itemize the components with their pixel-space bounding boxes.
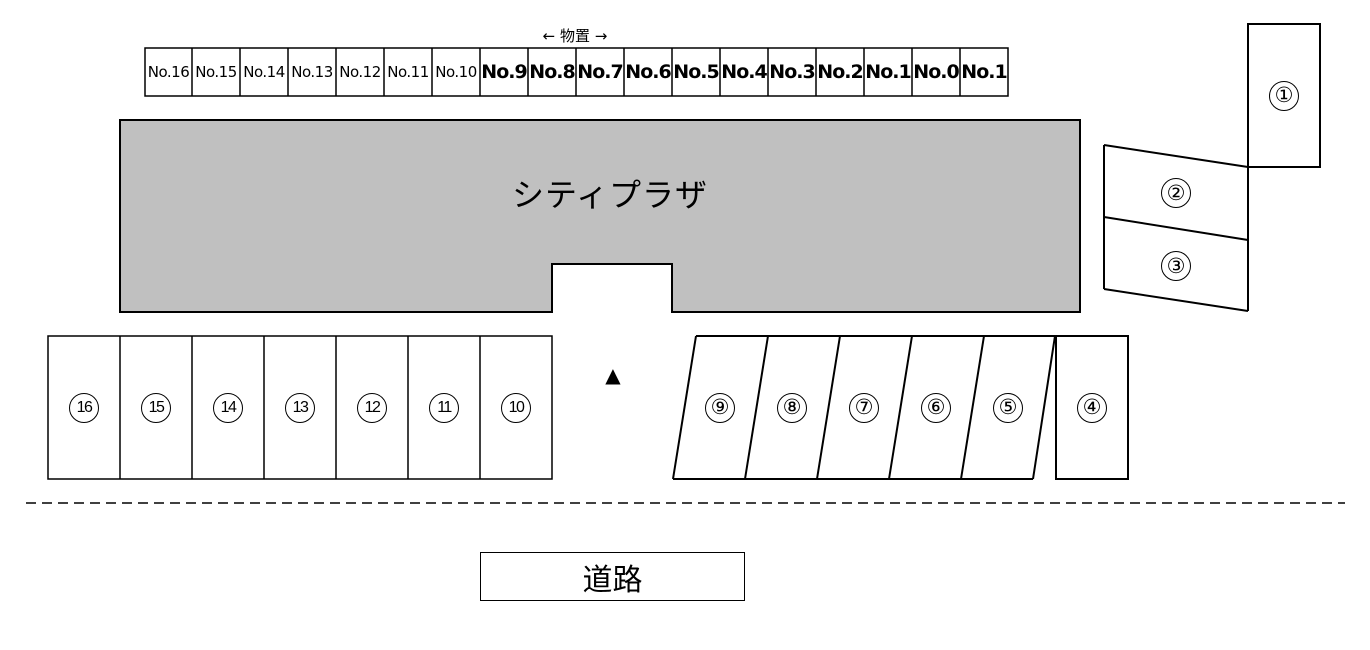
space-number: ⑧ (777, 392, 807, 423)
front-right-parking-block (672, 335, 1129, 480)
storage-locker[interactable]: No.2 (817, 61, 863, 83)
entrance-triangle-icon: ▲ (605, 363, 621, 387)
parking-space-2[interactable]: ② (1104, 160, 1248, 226)
space-number: 14 (213, 392, 243, 423)
storage-locker[interactable]: No.0 (913, 61, 959, 83)
space-number: ⑨ (705, 392, 735, 423)
space-number: ④ (1077, 392, 1107, 423)
space-number: ② (1161, 178, 1191, 208)
storage-locker[interactable]: No.10 (435, 63, 477, 81)
space-number: ① (1269, 80, 1299, 111)
storage-locker[interactable]: No.6 (625, 61, 671, 83)
storage-locker[interactable]: No.14 (243, 63, 285, 81)
parking-space-7[interactable]: ⑦ (828, 336, 900, 479)
space-number: 12 (357, 392, 387, 423)
space-number: 10 (501, 392, 531, 423)
space-number: ③ (1161, 251, 1191, 281)
storage-locker[interactable]: No.4 (721, 61, 767, 83)
parking-space-11[interactable]: 11 (408, 336, 480, 479)
space-number: 13 (285, 392, 315, 423)
space-number: 16 (69, 392, 99, 423)
building-name: シティプラザ (511, 176, 709, 214)
front-left-parking-block (47, 335, 553, 480)
storage-locker[interactable]: No.9 (481, 61, 527, 83)
parking-space-14[interactable]: 14 (192, 336, 264, 479)
right-parking-block (1103, 23, 1321, 312)
storage-locker[interactable]: No.11 (387, 63, 429, 81)
storage-locker[interactable]: No.13 (291, 63, 333, 81)
parking-space-10[interactable]: 10 (480, 336, 552, 479)
space-number: ⑤ (993, 392, 1023, 423)
storage-locker[interactable]: No.12 (339, 63, 381, 81)
space-number: ⑥ (921, 392, 951, 423)
road-label: 道路 (480, 552, 745, 601)
storage-locker[interactable]: No.1 (865, 61, 911, 83)
parking-space-13[interactable]: 13 (264, 336, 336, 479)
storage-locker[interactable]: No.7 (577, 61, 623, 83)
parking-space-15[interactable]: 15 (120, 336, 192, 479)
storage-locker[interactable]: No.5 (673, 61, 719, 83)
space-number: 11 (429, 392, 459, 423)
storage-locker[interactable]: No.15 (195, 63, 237, 81)
storage-locker[interactable]: No.1 (961, 61, 1007, 83)
space-number: ⑦ (849, 392, 879, 423)
parking-space-1[interactable]: ① (1248, 24, 1320, 167)
parking-space-16[interactable]: 16 (48, 336, 120, 479)
storage-locker[interactable]: No.16 (147, 63, 190, 81)
building-shape (119, 119, 1081, 313)
parking-space-8[interactable]: ⑧ (756, 336, 828, 479)
space-number: 15 (141, 392, 171, 423)
storage-caption: ← 物置 → (542, 26, 608, 45)
storage-locker[interactable]: No.3 (769, 61, 815, 83)
parking-space-6[interactable]: ⑥ (900, 336, 972, 479)
parking-space-3[interactable]: ③ (1104, 233, 1248, 299)
parking-space-12[interactable]: 12 (336, 336, 408, 479)
parking-space-5[interactable]: ⑤ (972, 336, 1044, 479)
parking-space-4[interactable]: ④ (1056, 336, 1128, 479)
storage-locker[interactable]: No.8 (529, 61, 575, 83)
storage-locker-row (144, 47, 1009, 97)
parking-space-9[interactable]: ⑨ (684, 336, 756, 479)
